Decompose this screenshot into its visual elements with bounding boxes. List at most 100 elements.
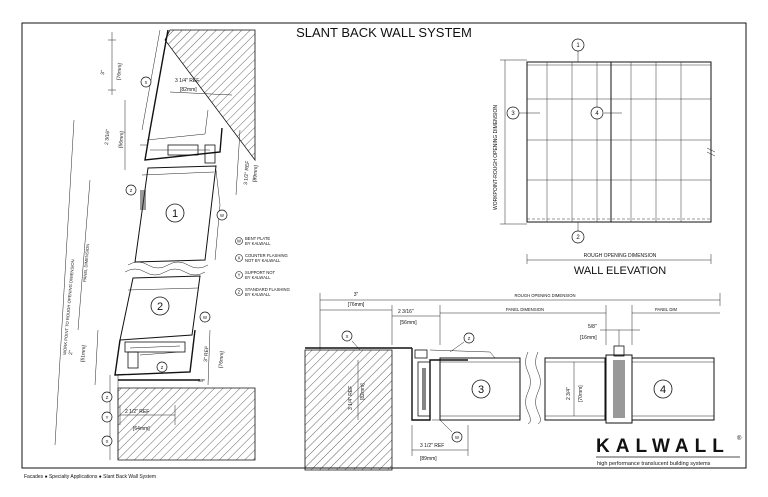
- section-dim-2-mm: [51mm]: [80, 344, 87, 362]
- plan-dim-2316: 2 3/16": [398, 309, 414, 315]
- svg-text:W: W: [455, 435, 459, 440]
- svg-text:SUPPORT NOT: SUPPORT NOT: [245, 270, 276, 275]
- plan-tag-w: W: [439, 419, 463, 443]
- elevation-side-dim-label: WORKPOINT-ROUGH OPENING DIMENSION: [493, 105, 499, 210]
- plan-ro-dim-label: ROUGH OPENING DIMENSION: [515, 293, 576, 298]
- section-tag-z-head: Z: [125, 184, 137, 196]
- svg-text:Z: Z: [468, 336, 471, 341]
- section-dim-top-in: 3": [100, 70, 106, 75]
- section-panel-dim: PANEL DIMENSION: [82, 244, 90, 282]
- svg-text:2: 2: [576, 235, 580, 241]
- svg-text:2: 2: [157, 301, 163, 313]
- section-wp-to-ro: WORK POINT TO ROUGH OPENING DIMENSION: [62, 259, 75, 355]
- plan-tag-z: Z: [449, 332, 475, 353]
- drawing-title: SLANT BACK WALL SYSTEM: [296, 25, 472, 40]
- svg-text:BY KALWALL: BY KALWALL: [245, 292, 271, 297]
- section-dim-2316-mm: [56mm]: [118, 130, 125, 148]
- plan-panel-3-callout: 3: [471, 379, 491, 399]
- elevation-title: WALL ELEVATION: [574, 265, 666, 277]
- plan-tag-x: X: [341, 330, 361, 351]
- svg-text:NOT BY KALWALL: NOT BY KALWALL: [245, 258, 281, 263]
- plan-dim-2316-mm: [56mm]: [400, 320, 417, 326]
- svg-text:X: X: [106, 439, 109, 444]
- section-tag-x-bottom: X: [101, 435, 113, 447]
- svg-text:Y: Y: [238, 273, 241, 278]
- elevation-callout-1: 1: [571, 38, 585, 62]
- svg-text:BENT PLATE: BENT PLATE: [245, 236, 270, 241]
- section-tag-x-top: X: [140, 76, 152, 88]
- plan-panel-dim-short: PANEL DIM: [655, 307, 678, 312]
- plan-panel-4-callout: 4: [653, 379, 673, 399]
- svg-text:Z: Z: [161, 365, 164, 370]
- svg-text:STANDARD FLASHING: STANDARD FLASHING: [245, 287, 290, 292]
- svg-text:X: X: [145, 80, 148, 85]
- svg-text:X: X: [346, 334, 349, 339]
- footer-breadcrumb: Facades ● Specialty Applications ● Slant…: [24, 474, 156, 480]
- plan-ref-114-mm: [82mm]: [360, 383, 366, 400]
- section-ref-314-mm: [82mm]: [180, 87, 197, 93]
- brand-registered: ®: [737, 435, 742, 442]
- plan-dim-234-mm: [70mm]: [578, 385, 584, 402]
- section-wp-label: WP: [198, 378, 205, 383]
- plan-dim-3: 3": [354, 292, 359, 298]
- svg-text:Y: Y: [106, 415, 109, 420]
- svg-text:3: 3: [511, 111, 515, 117]
- legend: W BENT PLATE BY KALWALL X COUNTER FLASHI…: [235, 236, 290, 297]
- legend-item-y: Y SUPPORT NOT BY KALWALL: [235, 270, 276, 280]
- brand-name: KALWALL: [596, 436, 730, 457]
- section-tag-z-sill-b: Z: [101, 391, 113, 403]
- plan-detail: ROUGH OPENING DIMENSION 3" [76mm] 2 3/16…: [304, 292, 721, 471]
- svg-text:W: W: [203, 315, 207, 320]
- svg-text:W: W: [220, 213, 224, 218]
- svg-text:Z: Z: [238, 290, 241, 295]
- wall-elevation: WORKPOINT-ROUGH OPENING DIMENSION ROUGH …: [493, 38, 716, 277]
- svg-text:BY KALWALL: BY KALWALL: [245, 241, 271, 246]
- plan-panel-dim-label: PANEL DIMENSION: [506, 307, 544, 312]
- legend-item-z: Z STANDARD FLASHING BY KALWALL: [235, 287, 290, 297]
- svg-text:3: 3: [478, 384, 484, 396]
- svg-text:COUNTER FLASHING: COUNTER FLASHING: [245, 253, 288, 258]
- section-ref-212-mm: [64mm]: [133, 426, 150, 432]
- section-dim-2316: 2 3/16": [104, 129, 111, 145]
- section-panel-1-callout: 1: [165, 203, 185, 223]
- section-ref-3-mm: [76mm]: [218, 350, 225, 368]
- plan-ref-114: 3 1/4" REF: [348, 386, 354, 410]
- plan-dim-58: 5/8": [588, 324, 597, 330]
- section-dim-top-mm: [76mm]: [116, 62, 123, 80]
- svg-text:4: 4: [595, 111, 599, 117]
- svg-text:1: 1: [172, 208, 178, 220]
- plan-ref-312-mm: [89mm]: [420, 456, 437, 462]
- plan-dim-3-mm: [76mm]: [348, 302, 365, 308]
- elevation-callout-3: 3: [506, 106, 540, 120]
- section-ref-312-mm: [89mm]: [252, 164, 259, 182]
- elevation-callout-2: 2: [571, 222, 585, 244]
- plan-dim-234: 2 3/4": [566, 387, 572, 400]
- section-ref-314: 3 1/4" REF: [175, 78, 199, 84]
- elevation-bottom-dim-label: ROUGH OPENING DIMENSION: [584, 253, 657, 259]
- legend-item-w: W BENT PLATE BY KALWALL: [235, 236, 271, 246]
- section-tag-z-sill-a: Z: [156, 361, 168, 373]
- plan-dim-58-mm: [16mm]: [580, 335, 597, 341]
- section-ref-3: 3" REF: [203, 346, 210, 362]
- section-ref-312: 3 1/2" REF: [243, 160, 251, 185]
- plan-ref-312: 3 1/2" REF: [420, 443, 444, 449]
- brand-tagline: high performance translucent building sy…: [597, 461, 711, 467]
- section-tag-w-head: W: [216, 209, 228, 221]
- svg-text:4: 4: [660, 384, 666, 396]
- svg-text:W: W: [237, 239, 241, 244]
- svg-text:BY KALWALL: BY KALWALL: [245, 275, 271, 280]
- svg-text:Z: Z: [130, 188, 133, 193]
- svg-text:X: X: [238, 256, 241, 261]
- elevation-callout-4: 4: [590, 106, 622, 120]
- kalwall-logo: KALWALL ® high performance translucent b…: [596, 435, 742, 467]
- section-ref-212: 2 1/2" REF: [125, 409, 149, 415]
- section-panel-2-callout: 2: [150, 296, 170, 316]
- slant-section: 3" [76mm] 3 1/4" REF [82mm] 2 3/16" [56m…: [54, 29, 259, 461]
- section-tag-y: Y: [101, 411, 113, 423]
- svg-text:1: 1: [576, 43, 580, 49]
- section-tag-w-sill: W: [199, 311, 211, 323]
- section-dim-2: 2": [68, 350, 74, 355]
- legend-item-x: X COUNTER FLASHING NOT BY KALWALL: [235, 253, 288, 263]
- svg-text:Z: Z: [106, 395, 109, 400]
